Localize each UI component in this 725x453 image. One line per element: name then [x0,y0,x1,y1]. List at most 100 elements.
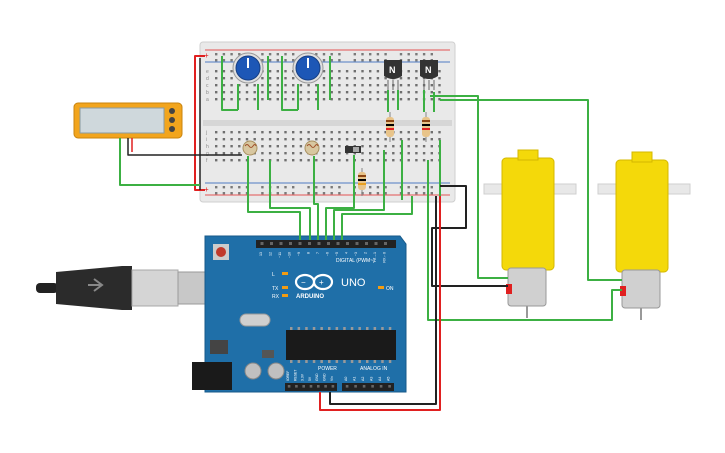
digital-pin[interactable] [327,242,330,245]
digital-pin[interactable] [336,242,340,245]
breadboard-hole [222,131,226,134]
wire-green-ldr1[interactable] [247,156,301,240]
breadboard-hole [292,131,295,134]
breadboard-hole [299,159,303,162]
transistor-1[interactable]: N [384,60,402,90]
breadboard-hole [407,145,410,148]
analog-pin-label: A5 [387,377,391,381]
chip-pin [343,327,346,330]
breadboard-hole [276,84,279,87]
analog-pin[interactable] [354,385,357,388]
reset-button[interactable] [216,247,226,257]
breadboard-hole [430,98,433,101]
power-pin[interactable] [331,385,335,388]
wire-green-ldr2[interactable] [313,156,319,240]
resistor-1-band [386,124,394,126]
breadboard-hole [222,70,226,73]
analog-pin[interactable] [379,385,383,388]
photoresistor-1[interactable] [242,140,258,156]
breadboard-hole [245,131,249,134]
rail-hole [292,186,295,189]
breadboard-hole [261,77,264,80]
wire-green-q1-pin[interactable] [333,150,385,240]
breadboard-hole [261,159,264,162]
breadboard-hole [253,84,256,87]
digital-pin[interactable] [317,242,321,245]
wire-green-ldr1b[interactable] [269,160,311,240]
voltage-regulator [210,340,228,354]
breadboard-hole [261,91,264,94]
transistor-2[interactable]: N [420,60,438,90]
photoresistor-2[interactable] [304,140,320,156]
digital-pin[interactable] [279,242,283,245]
rail-hole [376,192,380,195]
wire-green-switch[interactable] [325,155,355,240]
wire-green-pot1-rail[interactable] [221,56,238,111]
analog-pin[interactable] [345,385,349,388]
wire-green-q2-pin[interactable] [341,196,413,240]
power-pin[interactable] [295,385,298,388]
power-label: POWER [318,366,337,372]
breadboard-hole [284,138,287,141]
breadboard-hole [330,152,333,155]
wire-green-motor2[interactable] [440,99,622,281]
breadboard-hole [376,152,380,155]
usb-cable[interactable] [36,266,213,310]
breadboard-hole [345,131,349,134]
wire-red-5v[interactable] [319,196,441,411]
analog-pin[interactable] [362,385,366,388]
multimeter[interactable] [73,102,183,139]
potentiometer-1[interactable] [232,52,264,84]
breadboard-hole [361,91,364,94]
power-pin[interactable] [317,385,320,388]
breadboard-hole [330,98,333,101]
dc-motor-2[interactable] [597,151,691,320]
wire-black-motor1[interactable] [431,185,508,287]
breadboard-hole [338,70,341,73]
wire-green-pot2-rail[interactable] [281,56,298,111]
digital-pin[interactable] [289,242,292,245]
digital-pin[interactable] [346,242,349,245]
potentiometer-2[interactable] [292,52,324,84]
breadboard-hole [307,84,310,87]
digital-pin[interactable] [384,242,387,245]
analog-pin[interactable] [388,385,391,388]
breadboard-hole [353,91,356,94]
breadboard-hole [268,131,272,134]
digital-pin[interactable] [270,242,273,245]
wire-black-meter[interactable] [127,138,242,156]
digital-pin[interactable] [260,242,264,245]
resistor-2[interactable] [422,112,430,142]
breadboard-hole [361,145,364,148]
chip-pin [335,327,339,330]
power-pin[interactable] [324,385,327,388]
digital-pin[interactable] [355,242,359,245]
wire-green-meter[interactable] [119,138,200,186]
dc-motor-1[interactable] [483,149,577,318]
breadboard-hole [322,84,326,87]
wire-green-motor2-b[interactable] [427,160,622,321]
power-pin[interactable] [287,385,291,388]
breadboard-hole [415,131,418,134]
power-pin[interactable] [309,385,313,388]
wire-black-gnd[interactable] [329,196,437,405]
power-pin[interactable] [302,385,305,388]
wire-green-motor1[interactable] [430,95,508,279]
slide-switch[interactable] [345,146,361,153]
resistor-3[interactable] [358,168,366,196]
rail-hole [407,192,410,195]
transistor-1-mark: N [389,65,396,75]
breadboard-hole [307,138,310,141]
rail-hole [307,186,310,189]
digital-pin[interactable] [374,242,378,245]
breadboard-hole [292,159,295,162]
digital-pin[interactable] [298,242,302,245]
digital-pin[interactable] [365,242,368,245]
analog-pin[interactable] [371,385,374,388]
resistor-1[interactable] [386,112,394,142]
digital-pin[interactable] [308,242,311,245]
breadboard-hole [345,91,349,94]
rail-hole [422,53,426,56]
